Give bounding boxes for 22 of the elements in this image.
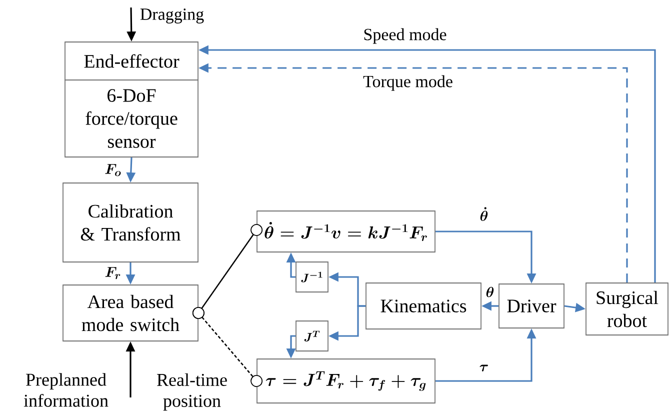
matrix-box: $J^{T}$ [296, 320, 328, 352]
edge-label: Speed mode [362, 27, 448, 45]
process-box: Calibration & Transform [62, 182, 198, 262]
edge-label: Torque mode [362, 74, 454, 92]
edge-label: $F_o$ [104, 162, 122, 178]
process-box: Kinematics [366, 282, 482, 330]
input-label: Real-time position [157, 373, 227, 411]
equation-box: $\tau=J^{T}F_r+\tau_f+\tau_g$ [256, 358, 436, 404]
process-box: 6-DoF force/torque sensor [64, 80, 198, 158]
arrow [192, 307, 263, 387]
edge-label: Dragging [138, 8, 206, 24]
edge-label: $F_r$ [104, 266, 122, 280]
process-box: Area based mode switch [62, 284, 198, 342]
edge-label: $\dot{\theta}$ [478, 206, 490, 222]
equation-box: $\dot{\theta}=J^{-1}v=kJ^{-1}F_r$ [256, 210, 436, 252]
process-box: Driver [498, 284, 564, 328]
matrix-box: $J^{-1}$ [296, 262, 328, 292]
input-label: Preplanned information [24, 373, 108, 407]
edge-label: $\tau$ [478, 364, 490, 372]
process-box: Surgical robot [586, 282, 668, 336]
process-box: End-effector [64, 42, 198, 80]
edge-label: $\theta$ [484, 286, 496, 298]
